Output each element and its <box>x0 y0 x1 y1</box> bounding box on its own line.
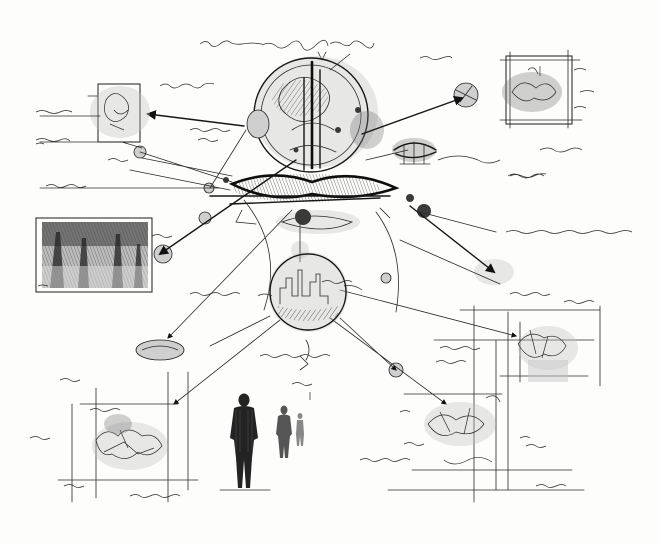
pavilion-sketch <box>392 138 501 165</box>
figure-large <box>219 393 271 491</box>
frame-top-left <box>35 82 215 145</box>
top-title-scribble <box>199 39 375 61</box>
human-figures <box>219 393 304 491</box>
central-base-blob <box>209 174 400 234</box>
city-globe-node <box>257 252 363 332</box>
figure-distant <box>296 413 304 446</box>
central-sphere-node <box>253 56 378 173</box>
frame-bottom-right <box>387 305 601 503</box>
bottom-center-loop <box>135 339 185 361</box>
frame-bottom-left <box>57 371 199 503</box>
figure-small <box>276 405 292 458</box>
forest-photo-frame <box>35 217 173 293</box>
handwritten-annotations <box>29 128 633 498</box>
